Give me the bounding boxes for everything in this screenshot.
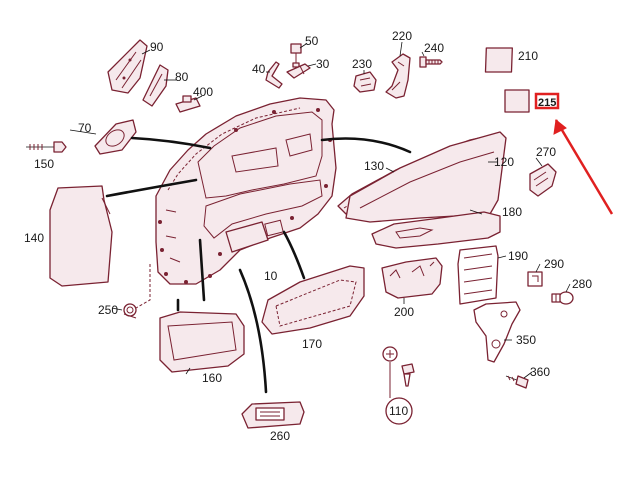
callout-labels: 90 80 400 50 40 30 230 220 240 210 215 7…: [24, 29, 592, 443]
part-280-screw[interactable]: [551, 291, 574, 305]
part-150-push-pin[interactable]: [26, 141, 67, 153]
part-main-door-panel[interactable]: [155, 97, 337, 285]
part-40-bracket[interactable]: [265, 61, 283, 89]
callout-170[interactable]: 170: [302, 337, 322, 351]
callout-190[interactable]: 190: [508, 249, 528, 263]
callout-150[interactable]: 150: [34, 157, 54, 171]
callout-360[interactable]: 360: [530, 365, 550, 379]
part-160-map-pocket[interactable]: [159, 311, 245, 373]
leader-lines: [69, 41, 571, 379]
callout-140[interactable]: 140: [24, 231, 44, 245]
highlight-group: [534, 92, 614, 215]
part-240-screw[interactable]: [419, 56, 443, 68]
part-360-pin[interactable]: [505, 375, 529, 389]
callout-240[interactable]: 240: [424, 41, 444, 55]
part-80-tweeter-trim[interactable]: [142, 64, 169, 107]
highlight-box-215: [534, 92, 560, 110]
callout-120[interactable]: 120: [494, 155, 514, 169]
callout-180[interactable]: 180: [502, 205, 522, 219]
part-90-mirror-cover[interactable]: [107, 39, 148, 94]
callout-215[interactable]: 215: [538, 97, 556, 109]
part-50-clip[interactable]: [290, 43, 302, 68]
callout-280[interactable]: 280: [572, 277, 592, 291]
callout-70[interactable]: 70: [78, 121, 92, 135]
part-30-bracket[interactable]: [286, 63, 311, 79]
part-270-window-switch[interactable]: [529, 163, 557, 197]
callout-210[interactable]: 210: [518, 49, 538, 63]
part-120-upper-trim[interactable]: [345, 131, 507, 223]
callout-230[interactable]: 230: [352, 57, 372, 71]
callout-220[interactable]: 220: [392, 29, 412, 43]
callout-90[interactable]: 90: [150, 40, 164, 54]
part-210-pad[interactable]: [484, 47, 513, 73]
part-215-pad[interactable]: [504, 89, 530, 113]
assembly-arrows: [105, 136, 412, 394]
part-400-clip[interactable]: [175, 95, 201, 113]
callout-250[interactable]: 250: [98, 303, 118, 317]
part-70-speaker-grille[interactable]: [94, 119, 137, 155]
part-110-fastener[interactable]: [382, 346, 415, 425]
callout-200[interactable]: 200: [394, 305, 414, 319]
part-190-trim-panel[interactable]: [457, 245, 499, 305]
part-170-insulation-pad[interactable]: [261, 265, 365, 335]
part-290-clip[interactable]: [527, 271, 543, 287]
callout-80[interactable]: 80: [175, 70, 189, 84]
callout-50[interactable]: 50: [305, 34, 319, 48]
callout-40[interactable]: 40: [252, 62, 266, 76]
callout-270[interactable]: 270: [536, 145, 556, 159]
callout-350[interactable]: 350: [516, 333, 536, 347]
callout-160[interactable]: 160: [202, 371, 222, 385]
callout-130[interactable]: 130: [364, 159, 384, 173]
part-200-lower-trim[interactable]: [381, 257, 443, 299]
callout-260[interactable]: 260: [270, 429, 290, 443]
callout-10[interactable]: 10: [264, 269, 278, 283]
callout-400[interactable]: 400: [193, 85, 213, 99]
callout-110[interactable]: 110: [389, 404, 408, 418]
part-350-bracket[interactable]: [473, 301, 521, 363]
callout-290[interactable]: 290: [544, 257, 564, 271]
part-260-switch-base[interactable]: [241, 401, 305, 429]
part-250-clip[interactable]: [123, 264, 151, 319]
part-230-clip[interactable]: [353, 71, 377, 93]
callout-30[interactable]: 30: [316, 57, 330, 71]
part-10-switch-panel[interactable]: [225, 221, 269, 253]
highlight-arrow-head: [553, 119, 567, 135]
part-140-insulation-sheet[interactable]: [49, 185, 113, 287]
part-180-armrest[interactable]: [371, 211, 501, 249]
highlight-arrow: [554, 119, 614, 215]
part-220-door-handle[interactable]: [385, 53, 411, 99]
